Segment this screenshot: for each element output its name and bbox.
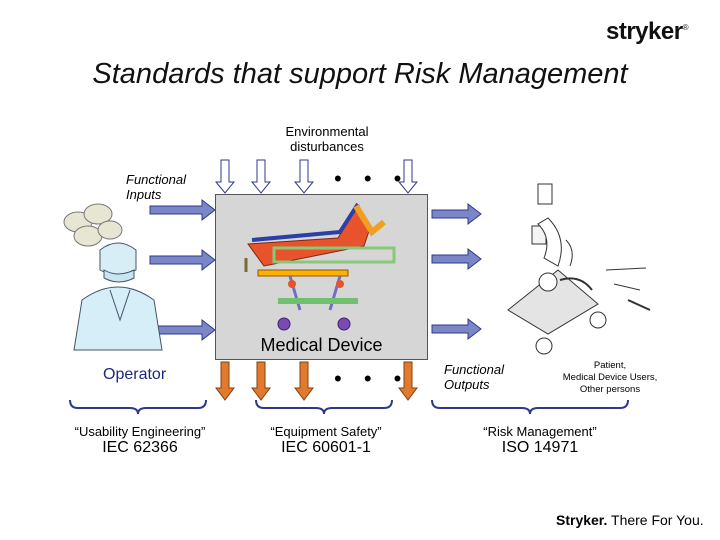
input-arrow-2 bbox=[149, 248, 216, 272]
patient-users-label: Patient, Medical Device Users, Other per… bbox=[540, 360, 680, 396]
standard-usability: “Usability Engineering” IEC 62366 bbox=[50, 424, 230, 457]
outputs-line-1: Functional bbox=[444, 362, 504, 377]
patient-illustration bbox=[507, 183, 651, 355]
medical-device-label: Medical Device bbox=[260, 335, 383, 355]
standard-code: IEC 62366 bbox=[102, 439, 178, 456]
patient-line-1: Patient, bbox=[593, 360, 627, 371]
footer-brand: Stryker. bbox=[556, 512, 608, 528]
standard-quote: “Risk Management” bbox=[483, 424, 597, 439]
output-arrow-2 bbox=[431, 247, 482, 271]
standard-quote: “Equipment Safety” bbox=[270, 424, 382, 439]
top-down-arrows bbox=[214, 159, 419, 194]
standard-risk-management: “Risk Management” ISO 14971 bbox=[440, 424, 640, 457]
env-arrow-2 bbox=[250, 159, 272, 194]
functional-outputs-label: Functional Outputs bbox=[444, 362, 504, 392]
logo-text: stryker bbox=[606, 18, 683, 45]
brace-risk bbox=[431, 399, 629, 415]
environmental-disturbances-label: Environmental disturbances bbox=[262, 124, 392, 154]
bottom-arrow-3 bbox=[294, 361, 314, 401]
standard-code: ISO 14971 bbox=[501, 439, 579, 456]
medical-device-box bbox=[215, 194, 428, 360]
env-line-2: disturbances bbox=[290, 139, 364, 154]
input-arrow-1 bbox=[149, 198, 216, 222]
operator-illustration bbox=[63, 203, 163, 351]
env-arrow-1 bbox=[214, 159, 236, 194]
functional-inputs-label: Functional Inputs bbox=[126, 172, 186, 202]
bottom-down-arrows bbox=[215, 361, 418, 401]
patient-line-2: Medical Device Users, bbox=[562, 372, 658, 383]
footer-tagline: There For You. bbox=[607, 512, 704, 528]
patient-line-3: Other persons bbox=[579, 384, 641, 395]
bottom-arrow-4 bbox=[398, 361, 418, 401]
standard-equipment-safety: “Equipment Safety” IEC 60601-1 bbox=[236, 424, 416, 457]
brace-usability bbox=[69, 399, 207, 415]
brace-equipment bbox=[255, 399, 393, 415]
env-line-1: Environmental bbox=[285, 124, 369, 139]
outputs-line-2: Outputs bbox=[444, 377, 490, 392]
operator-label: Operator bbox=[103, 366, 167, 383]
inputs-line-1: Functional bbox=[126, 172, 186, 187]
inputs-line-2: Inputs bbox=[126, 187, 162, 202]
section-braces bbox=[69, 399, 629, 415]
bottom-arrow-1 bbox=[215, 361, 235, 401]
stryker-logo: stryker® bbox=[606, 18, 689, 46]
footer-logo: Stryker. There For You. bbox=[556, 512, 704, 528]
right-output-arrows bbox=[431, 202, 482, 341]
env-arrow-3 bbox=[293, 159, 315, 194]
env-arrow-4 bbox=[397, 159, 419, 194]
standard-quote: “Usability Engineering” bbox=[74, 424, 206, 439]
output-arrow-1 bbox=[431, 202, 482, 226]
left-input-arrows bbox=[149, 198, 216, 342]
more-inputs-dots: • • • bbox=[334, 166, 410, 191]
bottom-arrow-2 bbox=[251, 361, 271, 401]
logo-trademark: ® bbox=[682, 23, 689, 32]
page-title: Standards that support Risk Management bbox=[92, 58, 628, 90]
stretcher-illustration bbox=[244, 202, 396, 331]
standard-code: IEC 60601-1 bbox=[281, 439, 371, 456]
more-outputs-dots: • • • bbox=[334, 366, 410, 391]
output-arrow-3 bbox=[431, 317, 482, 341]
